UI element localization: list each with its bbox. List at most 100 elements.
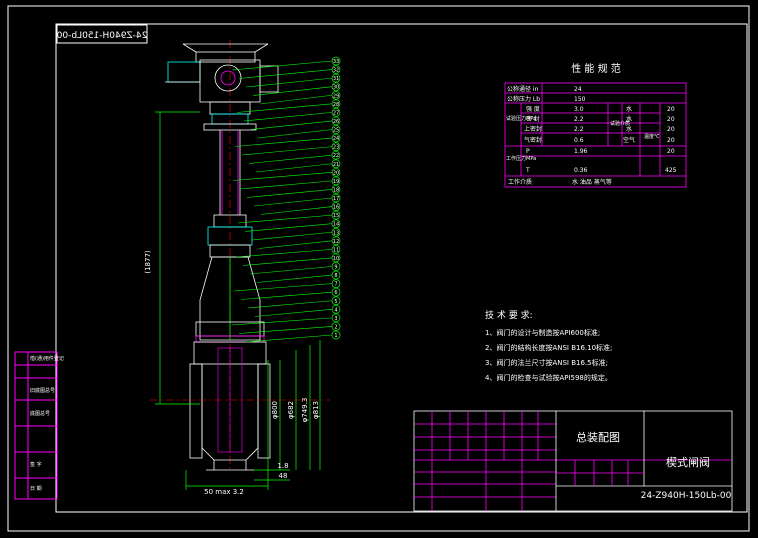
balloon-label: 17 <box>333 196 339 202</box>
dim-d1: φ800 <box>271 401 279 419</box>
balloon-circle <box>331 236 341 246</box>
balloon-label: 6 <box>334 290 337 296</box>
balloon-label: 5 <box>334 299 337 305</box>
perf-dn-value: 24 <box>574 86 582 93</box>
balloon-leader <box>253 197 333 207</box>
balloon-label: 19 <box>333 179 339 185</box>
balloon-circle <box>331 185 341 194</box>
balloon-circle <box>331 227 341 237</box>
balloon-label: 2 <box>334 324 337 330</box>
balloon-label: 32 <box>333 68 339 74</box>
test-temp-3: 20 <box>667 126 675 133</box>
temp-header: 温度℃ <box>644 133 660 140</box>
balloon-leader <box>248 154 333 164</box>
balloon-leader <box>245 334 333 343</box>
balloon-circle <box>331 210 341 220</box>
balloon-label: 18 <box>333 187 339 193</box>
balloon-label: 27 <box>333 110 339 116</box>
balloon-label: 21 <box>333 162 339 168</box>
work-t: T <box>525 167 530 174</box>
balloon-leader <box>251 231 333 241</box>
medium-header: 试验介质 <box>610 120 630 127</box>
balloon-circle <box>331 193 341 203</box>
balloon-label: 26 <box>333 119 339 125</box>
balloon-label: 28 <box>333 102 339 108</box>
perf-dn-label: 公称通径 in <box>507 85 539 93</box>
work-t-temp: 425 <box>665 167 677 174</box>
balloon-label: 10 <box>333 256 339 262</box>
medium-row-value: 水 油品 蒸气等 <box>572 178 612 186</box>
outer-frame <box>7 5 750 532</box>
balloon-circle <box>331 99 341 109</box>
perf-pn-label: 公称压力 Lb <box>507 95 540 103</box>
test-medium-2: 水 <box>626 115 632 123</box>
balloon-label: 29 <box>333 93 339 99</box>
balloon-circle <box>331 90 341 100</box>
tech-item-4: 4、阀门的检查与试验按API598的规定。 <box>485 373 612 382</box>
balloon-label: 13 <box>333 230 339 236</box>
height-dimension: (1877) <box>144 250 152 274</box>
balloon-circle <box>331 322 341 331</box>
balloon-label: 24 <box>333 136 339 142</box>
balloon-circle <box>331 304 341 314</box>
test-name-3: 上密封 <box>524 125 542 133</box>
balloon-leader <box>232 172 333 181</box>
balloon-circle <box>331 116 341 126</box>
balloon-label: 16 <box>333 205 339 211</box>
balloon-leader <box>231 60 333 71</box>
balloon-leader <box>240 291 333 300</box>
balloon-label: 22 <box>333 153 339 159</box>
test-temp-2: 20 <box>667 116 675 123</box>
balloon-circle <box>331 82 341 92</box>
tech-item-3: 3、阀门的法兰尺寸按ANSI B16.5标准; <box>485 358 608 367</box>
balloon-leader <box>245 77 333 88</box>
balloon-circle <box>331 150 341 160</box>
balloon-leader <box>238 326 333 334</box>
work-label: 工作压力MPa <box>506 155 536 162</box>
actuator <box>165 43 279 115</box>
dim-d2: φ682 <box>287 401 295 419</box>
product-name: 楔式闸阀 <box>666 455 710 469</box>
test-value-3: 2.2 <box>574 126 584 133</box>
test-value-1: 3.0 <box>574 106 584 113</box>
balloon-leader <box>247 300 333 309</box>
balloon-leader <box>237 214 333 224</box>
balloon-leader <box>254 309 333 317</box>
balloon-leader <box>255 163 333 173</box>
balloon-circle <box>331 287 341 297</box>
balloon-leader <box>244 223 333 232</box>
balloon-circle <box>331 296 341 306</box>
balloon-circle <box>331 219 341 229</box>
balloon-label: 33 <box>333 59 339 65</box>
balloon-leader <box>239 180 333 190</box>
balloon-label: 15 <box>333 213 339 219</box>
balloon-leader <box>236 103 333 113</box>
side-label-3: 底图总号 <box>30 410 50 417</box>
balloon-circle <box>331 108 341 117</box>
balloon-label: 20 <box>333 170 339 176</box>
balloon-label: 1 <box>334 333 337 339</box>
test-value-2: 2.2 <box>574 116 584 123</box>
balloon-label: 11 <box>333 247 339 253</box>
balloon-label: 9 <box>334 265 337 271</box>
balloon-circle <box>331 270 341 280</box>
dimensions <box>155 111 321 490</box>
balloon-circle <box>331 159 341 169</box>
balloon-leader <box>259 94 333 105</box>
balloon-leader <box>258 240 333 249</box>
balloon-circle <box>331 313 341 323</box>
balloon-circle <box>331 202 341 211</box>
balloon-circle <box>331 245 341 254</box>
balloon-circle <box>331 133 341 143</box>
balloon-circle <box>331 262 341 271</box>
tech-title: 技 术 要 求: <box>485 309 533 321</box>
work-t-value: 0.36 <box>574 167 588 174</box>
dim-t2: 48 <box>279 472 288 480</box>
balloon-circle <box>331 330 341 340</box>
balloon-label: 31 <box>333 76 339 82</box>
balloon-circle <box>331 142 341 151</box>
drawing-code: 24-Z940H-150Lb-00 <box>641 491 732 501</box>
test-name-2: 密 封 <box>526 115 540 123</box>
dim-t1: 1.8 <box>277 462 288 470</box>
side-label-4: 签 字 <box>30 461 42 468</box>
